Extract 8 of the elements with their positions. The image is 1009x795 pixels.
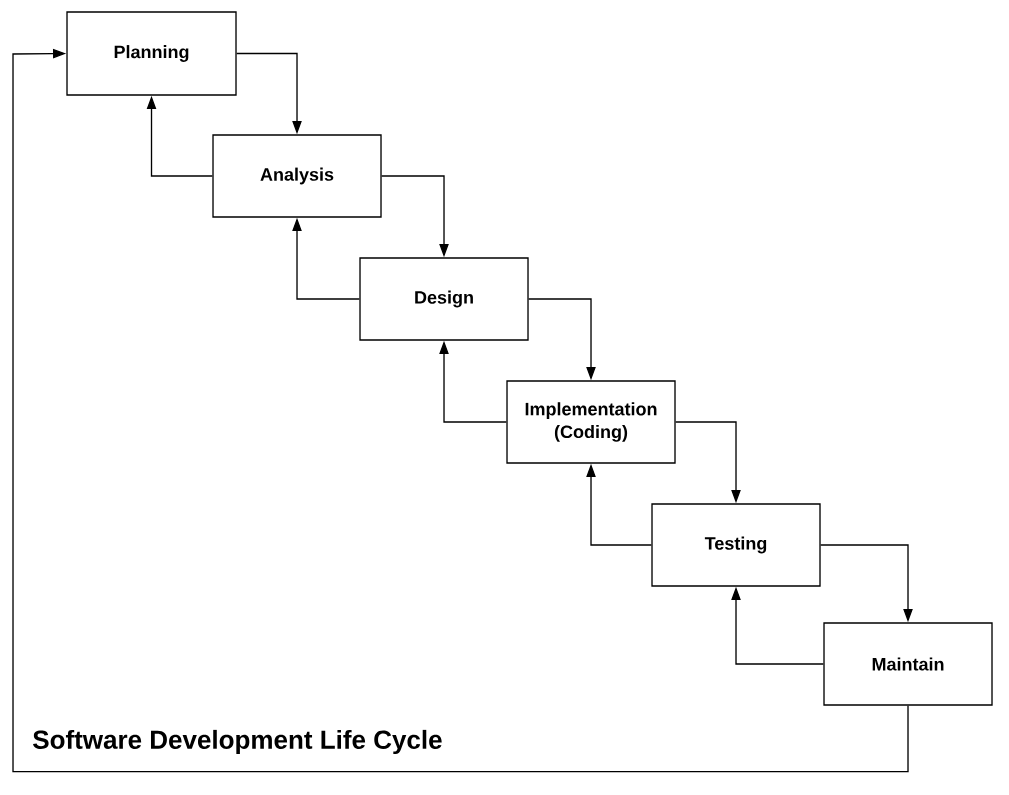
process-box: Design	[359, 257, 529, 341]
process-box: Planning	[66, 11, 237, 96]
arrow	[12, 48, 909, 773]
process-box: Analysis	[212, 134, 382, 218]
process-box: Implementation (Coding)	[506, 380, 676, 464]
process-box: Maintain	[823, 622, 993, 706]
process-box: Testing	[651, 503, 821, 587]
title: Software Development Life Cycle	[33, 729, 442, 755]
